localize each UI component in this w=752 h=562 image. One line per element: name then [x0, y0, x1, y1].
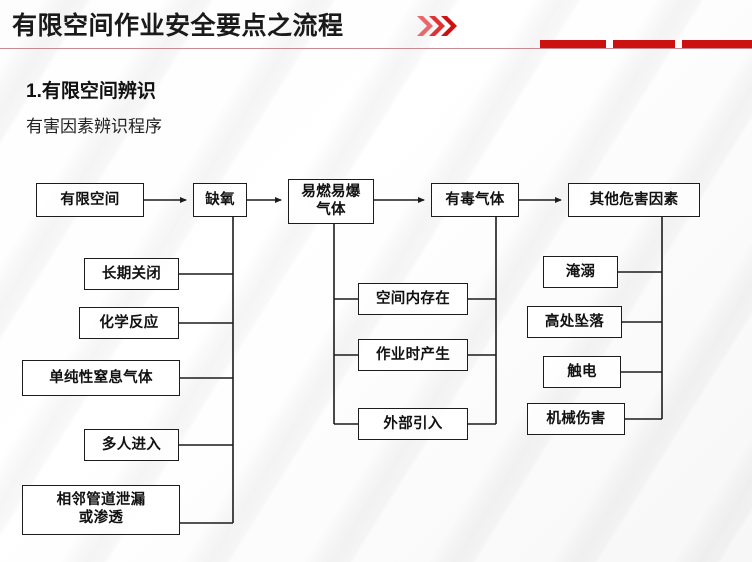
flow-node-chemical-reaction[interactable]: 化学反应 [79, 307, 179, 339]
flow-node-label: 高处坠落 [544, 313, 605, 330]
flow-node-label: 缺氧 [205, 191, 235, 208]
flow-node-label: 长期关闭 [101, 265, 162, 282]
section-heading: 1.有限空间辨识 [26, 81, 156, 102]
flow-node-label: 化学反应 [99, 314, 159, 331]
flow-node-flammable-explosive-gas[interactable]: 易燃易爆 气体 [288, 179, 374, 224]
flow-node-other-hazard-factors[interactable]: 其他危害因素 [568, 183, 700, 217]
flow-node-label: 有限空间 [60, 191, 120, 208]
flow-node-oxygen-deficiency[interactable]: 缺氧 [193, 183, 247, 217]
page-title: 有限空间作业安全要点之流程 [12, 12, 344, 40]
header-block-2 [613, 40, 675, 48]
flow-node-electric-shock[interactable]: 触电 [543, 356, 621, 388]
flow-node-long-term-closure[interactable]: 长期关闭 [84, 258, 179, 290]
flow-node-label: 淹溺 [565, 263, 596, 280]
flow-node-generated-during-work[interactable]: 作业时产生 [358, 339, 468, 371]
flow-node-fall-from-height[interactable]: 高处坠落 [527, 306, 622, 338]
flow-node-external-introduction[interactable]: 外部引入 [358, 408, 468, 440]
flow-node-label: 外部引入 [383, 415, 443, 432]
flow-node-drowning[interactable]: 淹溺 [543, 256, 618, 288]
flow-node-multiple-entrants[interactable]: 多人进入 [84, 429, 179, 461]
header-divider [0, 48, 752, 49]
flow-node-label: 相邻管道泄漏 或渗透 [56, 492, 146, 526]
flow-node-confined-space[interactable]: 有限空间 [36, 183, 144, 217]
double-chevron-right-icon [415, 14, 463, 43]
flow-node-label: 单纯性窒息气体 [49, 369, 153, 386]
flow-node-label: 机械伤害 [546, 410, 606, 427]
flow-node-label: 有毒气体 [445, 191, 505, 208]
flow-node-exists-in-space[interactable]: 空间内存在 [358, 283, 468, 315]
header-block-3 [682, 40, 752, 48]
slide-header: 有限空间作业安全要点之流程 [0, 0, 752, 52]
flow-node-mechanical-injury[interactable]: 机械伤害 [527, 403, 625, 435]
flow-node-adjacent-pipe-leak[interactable]: 相邻管道泄漏 或渗透 [22, 485, 180, 535]
flow-node-label: 易燃易爆 气体 [301, 183, 361, 218]
flow-node-simple-asphyxiant-gas[interactable]: 单纯性窒息气体 [22, 360, 180, 396]
flow-node-label: 其他危害因素 [589, 191, 679, 208]
header-block-1 [540, 40, 606, 48]
flow-node-label: 多人进入 [101, 436, 162, 453]
section-subheading: 有害因素辨识程序 [26, 117, 162, 136]
flow-node-toxic-gas[interactable]: 有毒气体 [431, 183, 519, 217]
flow-node-label: 空间内存在 [376, 290, 450, 307]
flow-node-label: 触电 [567, 363, 597, 380]
flow-node-label: 作业时产生 [376, 346, 450, 363]
